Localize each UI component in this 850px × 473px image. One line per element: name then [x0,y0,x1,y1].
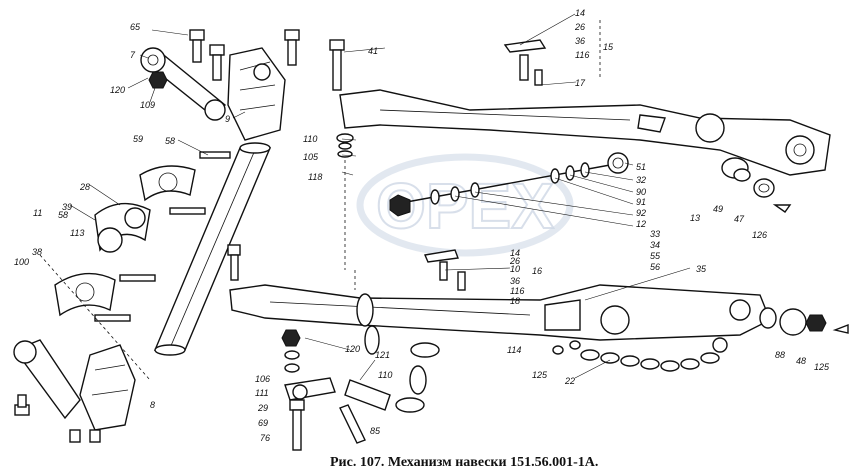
label-116b: 116 [510,286,524,296]
label-26b: 26 [509,256,520,266]
washers-110-105 [336,133,354,158]
label-14b: 14 [510,248,520,258]
label-41: 41 [368,46,378,56]
label-8: 8 [150,400,155,410]
cross-shaft [153,142,272,356]
label-32: 32 [636,175,646,185]
bolt-85 [339,404,366,444]
label-10: 10 [510,264,520,274]
label-14a: 14 [575,8,585,18]
label-16: 16 [532,266,542,276]
label-120b: 120 [345,344,360,354]
label-114: 114 [507,345,521,355]
label-118: 118 [308,172,322,182]
pin-14-26-lower [424,249,466,291]
label-36a: 36 [575,36,585,46]
clamp-38 [54,272,116,317]
lower-link-upper [339,89,831,176]
parts-88-48-125 [759,307,849,336]
clamp-39 [94,202,151,253]
label-15: 15 [603,42,614,52]
label-7: 7 [130,50,136,60]
label-18: 18 [510,296,520,306]
small-parts-114-125 [552,340,581,355]
label-59: 59 [133,134,143,144]
label-55: 55 [650,251,661,261]
label-39: 39 [62,202,72,212]
bolt-65 [189,29,205,63]
bolt-76 [289,399,305,451]
label-17: 17 [575,78,586,88]
label-36b: 36 [510,276,520,286]
clamp-59 [139,165,196,202]
label-76: 76 [260,433,270,443]
upper-link-7 [140,47,226,121]
label-106: 106 [255,374,270,384]
leader-lines [69,13,691,381]
label-47: 47 [734,214,745,224]
label-111: 111 [255,388,269,398]
bracket-69 [284,377,336,401]
label-13: 13 [690,213,700,223]
nut-109 [148,71,168,89]
label-12: 12 [636,219,646,229]
label-69: 69 [258,418,268,428]
label-90: 90 [636,187,646,197]
label-51: 51 [636,162,646,172]
label-109: 109 [140,100,155,110]
label-22: 22 [564,376,575,386]
label-9: 9 [225,114,230,124]
assembly-lines [39,20,601,381]
label-49: 49 [713,204,723,214]
label-85: 85 [370,426,381,436]
label-91: 91 [636,197,646,207]
ring-47 [753,178,775,198]
bolt-35-lower [227,244,241,281]
bolts-top [209,29,300,81]
label-33: 33 [650,229,660,239]
label-29: 29 [257,403,268,413]
label-92: 92 [636,208,646,218]
bolts-58 [94,151,231,322]
bushing-49 [721,157,751,182]
label-58b: 58 [58,210,68,220]
label-56: 56 [650,262,660,272]
adjusting-screw [389,152,629,217]
label-34: 34 [650,240,660,250]
pin-14-26 [503,39,547,86]
lower-link-lower [229,284,771,341]
pin-126 [772,204,792,213]
label-110b: 110 [378,370,392,380]
washers-106-111-29 [281,329,301,373]
bracket-9 [227,47,286,141]
bolts-lower-left [14,394,101,443]
label-28: 28 [79,182,90,192]
label-110a: 110 [303,134,317,144]
callout-labels: 65 7 120 109 9 59 58 28 39 11 58 113 38 … [14,8,830,443]
label-105: 105 [303,152,319,162]
bracket-8 [13,339,136,431]
figure-caption: Рис. 107. Механизм навески 151.56.001-1А… [330,455,598,470]
label-38: 38 [32,247,42,257]
label-35: 35 [696,264,707,274]
label-113: 113 [70,228,84,238]
bolt-41 [329,39,345,91]
label-125: 125 [814,362,830,372]
label-121: 121 [375,350,390,360]
label-48: 48 [796,356,806,366]
label-120a: 120 [110,85,125,95]
label-126: 126 [752,230,767,240]
label-100: 100 [14,257,29,267]
label-58a: 58 [165,136,175,146]
label-88: 88 [775,350,785,360]
label-26a: 26 [574,22,585,32]
check-chain [344,293,440,413]
label-11: 11 [33,208,42,218]
label-125b: 125 [532,370,548,380]
chain-22 [580,337,728,372]
label-116a: 116 [575,50,589,60]
label-65: 65 [130,22,141,32]
